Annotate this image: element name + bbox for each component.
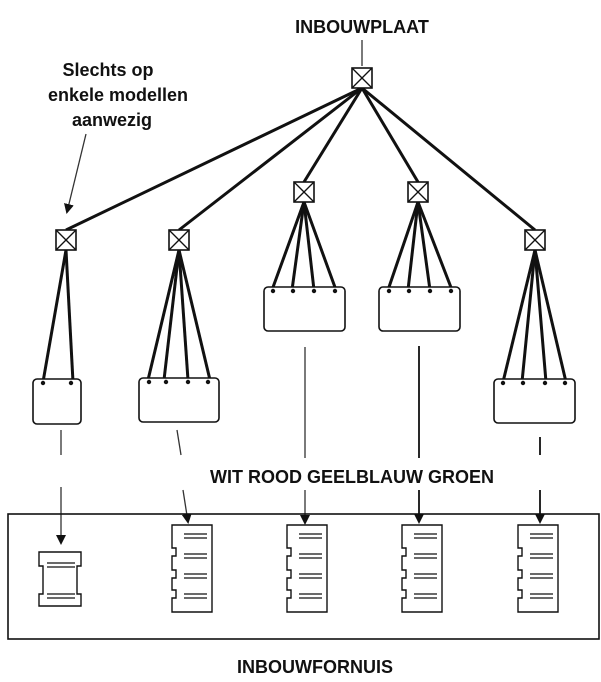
- title-label: INBOUWPLAAT: [295, 17, 429, 37]
- connector-box-1: [32, 378, 82, 425]
- main-branches: [65, 86, 536, 232]
- connector-box-4: [378, 286, 461, 332]
- terminal-block-4: [401, 524, 443, 613]
- junction-2: [168, 229, 190, 251]
- junction-5: [524, 229, 546, 251]
- connector-box-3: [263, 286, 346, 332]
- junction-3: [293, 181, 315, 203]
- note-line-2: enkele modellen: [48, 85, 188, 105]
- connector-box-2: [138, 377, 220, 423]
- junction-4: [407, 181, 429, 203]
- terminal-block-5: [517, 524, 559, 613]
- bottom-label: INBOUWFORNUIS: [237, 657, 393, 677]
- terminal-block-3: [286, 524, 328, 613]
- leader-lines: [56, 346, 545, 545]
- fan-wires: [41, 201, 568, 383]
- junction-top: [351, 67, 373, 89]
- cooktop-frame: [7, 513, 600, 640]
- note-label: Slechts op enkele modellen aanwezig: [48, 60, 188, 130]
- note-line-1: Slechts op: [62, 60, 153, 80]
- terminal-block-2: [171, 524, 213, 613]
- note-arrow: [64, 133, 87, 214]
- note-line-3: aanwezig: [72, 110, 152, 130]
- wire-colors-label: WIT ROOD GEELBLAUW GROEN: [210, 467, 494, 487]
- junction-1: [55, 229, 77, 251]
- terminal-block-1: [38, 551, 82, 607]
- connector-box-5: [493, 378, 576, 424]
